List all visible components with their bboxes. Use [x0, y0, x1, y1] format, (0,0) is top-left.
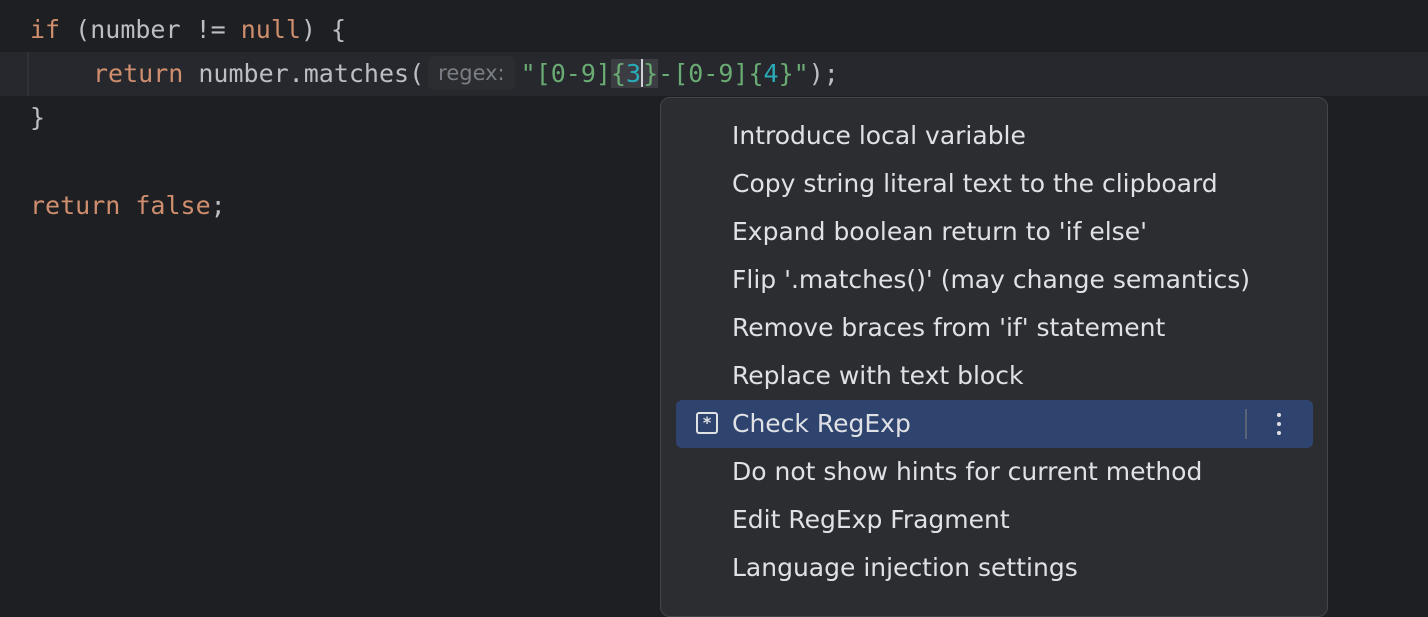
- keyword: return: [93, 59, 184, 88]
- menu-item-label: Remove braces from 'if' statement: [732, 313, 1166, 342]
- divider: [1245, 409, 1247, 439]
- regex-quantifier: 4: [763, 59, 779, 88]
- menu-item-replace-with-text-block[interactable]: Replace with text block: [676, 352, 1313, 400]
- regex-class: [0-9]: [535, 59, 611, 88]
- regex-brace: }: [778, 59, 794, 88]
- regex-brace: }: [643, 59, 659, 88]
- keyword: return: [30, 191, 121, 220]
- code-text: ;: [210, 191, 226, 220]
- keyword: null: [240, 15, 301, 44]
- menu-item-introduce-local-variable[interactable]: Introduce local variable: [676, 112, 1313, 160]
- regex-brace: {: [610, 59, 627, 88]
- menu-item-edit-regexp-fragment[interactable]: Edit RegExp Fragment: [676, 496, 1313, 544]
- menu-item-flip-matches[interactable]: Flip '.matches()' (may change semantics): [676, 256, 1313, 304]
- menu-item-do-not-show-hints[interactable]: Do not show hints for current method: [676, 448, 1313, 496]
- regex-quantifier: 3: [626, 59, 642, 88]
- menu-item-expand-boolean-return[interactable]: Expand boolean return to 'if else': [676, 208, 1313, 256]
- regex-brace: {: [748, 59, 764, 88]
- string-quote: ": [793, 59, 809, 88]
- code-line-close-brace[interactable]: }: [0, 96, 1428, 140]
- menu-item-label: Do not show hints for current method: [732, 457, 1203, 486]
- regexp-icon: *: [696, 412, 718, 434]
- code-line-return-false[interactable]: return false;: [0, 184, 1428, 228]
- text-caret: [641, 59, 644, 87]
- menu-item-label: Check RegExp: [732, 409, 911, 438]
- intention-actions-popup: Introduce local variable Copy string lit…: [660, 97, 1328, 617]
- indent-guide: [27, 52, 29, 96]
- menu-item-label: Replace with text block: [732, 361, 1024, 390]
- menu-item-copy-string-literal[interactable]: Copy string literal text to the clipboar…: [676, 160, 1313, 208]
- string-quote: ": [520, 59, 536, 88]
- menu-item-check-regexp[interactable]: * Check RegExp: [676, 400, 1313, 448]
- menu-item-label: Copy string literal text to the clipboar…: [732, 169, 1218, 198]
- more-vertical-icon[interactable]: [1269, 400, 1289, 448]
- code-text: ) {: [300, 15, 347, 44]
- intention-actions-list: Introduce local variable Copy string lit…: [661, 112, 1327, 592]
- code-text: number.matches(: [183, 59, 425, 88]
- code-text: }: [30, 103, 46, 132]
- regex-class: -[0-9]: [658, 59, 749, 88]
- menu-item-label: Language injection settings: [732, 553, 1078, 582]
- keyword: if: [30, 15, 61, 44]
- menu-item-remove-braces[interactable]: Remove braces from 'if' statement: [676, 304, 1313, 352]
- keyword: false: [135, 191, 211, 220]
- code-editor[interactable]: if (number != null) { return number.matc…: [0, 0, 1428, 602]
- menu-item-label: Expand boolean return to 'if else': [732, 217, 1147, 246]
- code-text: );: [808, 59, 839, 88]
- parameter-hint[interactable]: regex:: [428, 56, 515, 90]
- code-line-return-matches[interactable]: return number.matches(regex:"[0-9]{3}-[0…: [0, 52, 1428, 96]
- menu-item-label: Edit RegExp Fragment: [732, 505, 1010, 534]
- menu-item-label: Introduce local variable: [732, 121, 1026, 150]
- menu-item-language-injection-settings[interactable]: Language injection settings: [676, 544, 1313, 592]
- code-line-if[interactable]: if (number != null) {: [0, 8, 1428, 52]
- code-text: [120, 191, 135, 220]
- code-text: (number !=: [60, 15, 241, 44]
- menu-item-label: Flip '.matches()' (may change semantics): [732, 265, 1251, 294]
